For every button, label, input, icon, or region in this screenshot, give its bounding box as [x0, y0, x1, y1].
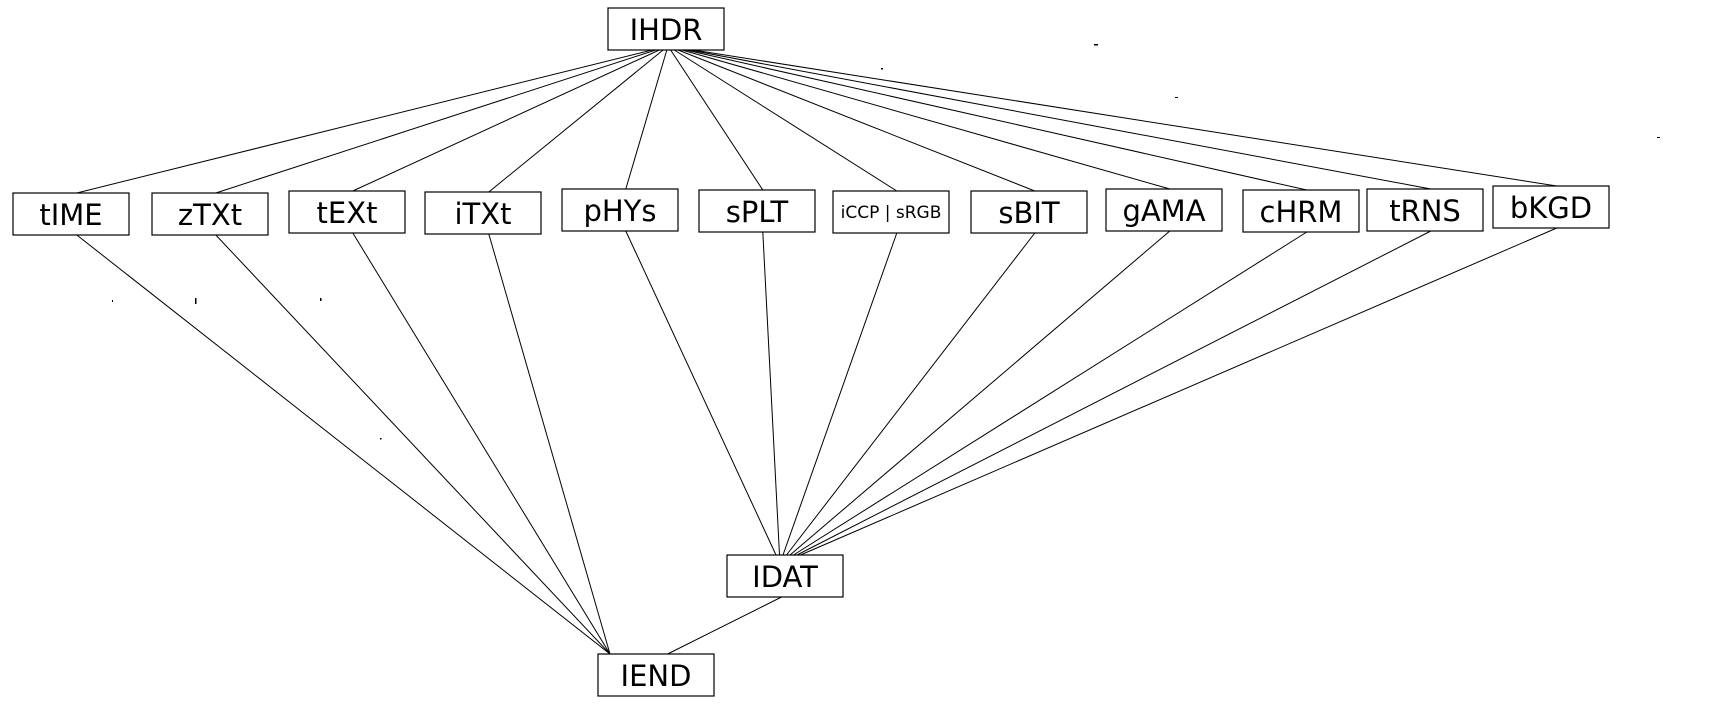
edge-gama-to-idat [789, 230, 1171, 556]
node-label: sBIT [998, 196, 1060, 230]
stray-mark [881, 68, 883, 70]
node-label: sPLT [726, 195, 789, 229]
node-box [151, 192, 269, 236]
node-bkgd: bKGD [1492, 185, 1610, 229]
node-box [1366, 188, 1484, 232]
node-text: tEXt [288, 190, 406, 234]
node-box [561, 188, 679, 232]
node-sbit: sBIT [970, 190, 1088, 234]
node-box [1242, 189, 1360, 233]
edge-ztxt-to-iend [215, 234, 611, 655]
node-box [597, 653, 715, 697]
node-box [726, 554, 844, 598]
node-box [288, 190, 406, 234]
node-itxt: iTXt [424, 191, 542, 235]
node-label: pHYs [583, 194, 656, 228]
edge-ihdr-to-gama [667, 45, 1170, 190]
node-time: tIME [12, 192, 130, 236]
node-splt: sPLT [698, 189, 816, 233]
edge-ihdr-to-sbit [667, 45, 1035, 192]
node-box [1492, 185, 1610, 229]
node-label: gAMA [1122, 194, 1205, 228]
edge-time-to-iend [76, 234, 611, 655]
node-label: tRNS [1389, 194, 1461, 228]
node-label: tIME [39, 198, 102, 232]
edge-phys-to-idat [625, 230, 777, 556]
stray-mark [1657, 137, 1660, 138]
edge-itxt-to-iend [488, 233, 611, 655]
edge-ihdr-to-ztxt [215, 45, 669, 194]
stray-mark [320, 298, 322, 301]
node-trns: tRNS [1366, 188, 1484, 232]
node-ihdr: IHDR [607, 7, 725, 51]
edge-iccp_srgb-to-idat [782, 232, 898, 556]
node-box [12, 192, 130, 236]
node-chrm: cHRM [1242, 189, 1360, 233]
stray-mark [195, 298, 197, 304]
edge-ihdr-to-chrm [667, 45, 1307, 191]
edge-idat-to-iend [667, 596, 782, 655]
stray-mark [380, 438, 382, 440]
node-label: IDAT [752, 560, 818, 594]
node-label: zTXt [178, 198, 242, 232]
edge-ihdr-to-phys [625, 45, 669, 190]
edge-sbit-to-idat [786, 232, 1036, 556]
stray-marks [112, 44, 1660, 440]
stray-mark [112, 300, 113, 302]
edge-ihdr-to-bkgd [667, 45, 1557, 187]
stray-mark [1175, 97, 1178, 98]
node-idat: IDAT [726, 554, 844, 598]
node-label: IHDR [630, 13, 703, 47]
node-label: iTXt [454, 197, 511, 231]
edges-layer [76, 45, 1557, 655]
edge-ihdr-to-iccp_srgb [667, 45, 898, 192]
edge-ihdr-to-trns [667, 45, 1431, 190]
node-box [832, 190, 950, 234]
node-box [607, 7, 725, 51]
node-box [970, 190, 1088, 234]
node-label: iCCP | sRGB [841, 203, 942, 223]
stray-mark [1094, 44, 1098, 46]
node-label: bKGD [1510, 191, 1592, 225]
node-phys: pHYs [561, 188, 679, 232]
node-label: cHRM [1260, 195, 1343, 229]
edge-splt-to-idat [762, 231, 780, 556]
node-box [424, 191, 542, 235]
edge-bkgd-to-idat [800, 227, 1557, 556]
node-iend: IEND [597, 653, 715, 697]
edge-ihdr-to-text [352, 45, 669, 192]
node-iccp-srgb: iCCP | sRGB [832, 190, 950, 234]
node-label: IEND [621, 659, 692, 693]
edge-ihdr-to-itxt [488, 45, 669, 193]
node-label: tEXt [317, 196, 378, 230]
edge-chrm-to-idat [793, 231, 1308, 556]
edge-text-to-iend [352, 232, 611, 655]
edge-trns-to-idat [796, 230, 1432, 556]
node-gama: gAMA [1105, 188, 1223, 232]
nodes-layer: IHDR tIME zTXt tEXt iTXt pHYs sPLT iCCP | sRGB s… [12, 7, 1610, 697]
edge-ihdr-to-time [76, 45, 669, 194]
node-box [698, 189, 816, 233]
node-ztxt: zTXt [151, 192, 269, 236]
node-box [1105, 188, 1223, 232]
edge-ihdr-to-splt [667, 45, 764, 191]
